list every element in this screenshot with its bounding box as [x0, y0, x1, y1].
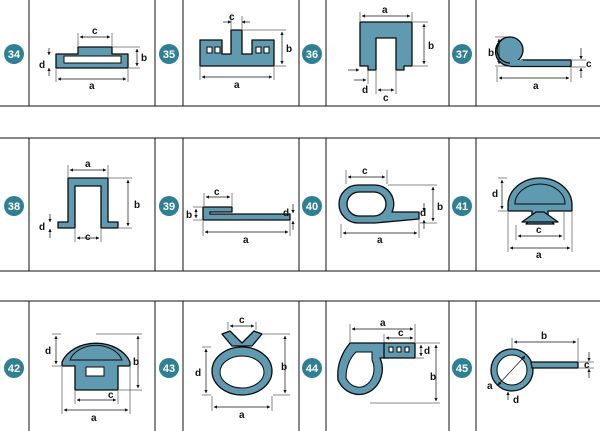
dim-label-c: c [398, 328, 404, 339]
profile-35-shape [199, 29, 275, 67]
profile-number: 44 [306, 363, 319, 375]
dim-label-a: a [234, 80, 240, 91]
dim-label-a: a [382, 5, 388, 16]
dim-label-c: c [586, 59, 592, 70]
dim-label-a: a [91, 413, 97, 424]
profile-number: 34 [8, 49, 21, 61]
dim-label-c: c [108, 390, 114, 401]
dim-label-b: b [437, 202, 443, 213]
profile-number: 41 [456, 201, 468, 213]
dim-label-d: d [195, 368, 201, 379]
profile-number: 45 [456, 363, 468, 375]
dim-label-a: a [533, 81, 539, 92]
cell-36: 36 a b c d [302, 5, 434, 104]
profile-number: 40 [306, 201, 318, 213]
dim-label-d: d [513, 395, 519, 406]
profile-40-shape [338, 184, 420, 224]
profile-45-shape [490, 348, 579, 392]
profile-number: 39 [163, 201, 175, 213]
dim-label-d: d [39, 222, 45, 233]
dim-label-d: d [283, 208, 289, 219]
dim-label-a: a [243, 235, 249, 246]
dim-label-c: c [92, 26, 98, 37]
dim-label-d: d [45, 346, 51, 357]
dim-label-c: c [214, 187, 220, 198]
dim-label-c: c [584, 360, 590, 371]
dim-label-c: c [85, 232, 91, 243]
cell-35: 35 c a b [159, 12, 292, 91]
profile-number: 42 [8, 363, 20, 375]
cell-38: 38 a b c d [4, 159, 140, 243]
cell-43: 43 c d b a [159, 315, 290, 421]
cell-44: 44 a c d b [302, 318, 440, 404]
dim-label-c: c [229, 12, 235, 23]
profile-38-shape [57, 177, 119, 229]
dim-label-a: a [89, 81, 95, 92]
profile-number: 37 [456, 49, 468, 61]
dim-label-a: a [536, 250, 542, 261]
dim-label-b: b [141, 53, 147, 64]
profile-number: 36 [306, 49, 318, 61]
dim-label-c: c [239, 315, 245, 326]
dim-label-c: c [536, 225, 542, 236]
profile-43-shape [211, 330, 273, 396]
dim-label-b: b [281, 362, 287, 373]
dim-label-b: b [186, 210, 192, 221]
dim-label-b: b [133, 357, 139, 368]
dim-label-b: b [430, 372, 436, 383]
dim-label-b: b [286, 44, 292, 55]
number-badge [4, 44, 24, 64]
profile-34-cavity [63, 55, 122, 64]
dim-label-b: b [428, 41, 434, 52]
dim-label-a: a [377, 235, 383, 246]
profile-36-shape [359, 21, 413, 71]
dim-label-a: a [85, 159, 91, 170]
dim-label-a: a [239, 410, 245, 421]
dim-label-d: d [420, 208, 426, 219]
dim-label-c: c [362, 166, 368, 177]
dim-label-c: c [383, 93, 389, 104]
profile-44-shape [337, 342, 416, 396]
dim-label-d: d [362, 85, 368, 96]
cell-40: 40 c a b d [302, 166, 443, 246]
dim-label-d: d [492, 189, 498, 200]
cell-45: 45 b c a d [452, 331, 594, 406]
profile-number: 35 [163, 49, 175, 61]
profile-number: 43 [163, 363, 175, 375]
cell-39: 39 c a b d [159, 187, 295, 246]
profile-number: 38 [8, 201, 20, 213]
cell-37: 37 b a c [452, 36, 592, 92]
cell-41: 41 d c a [452, 177, 573, 261]
dim-label-d: d [39, 60, 45, 71]
cell-34: 34 c a b d [4, 26, 147, 92]
dim-label-b: b [488, 48, 494, 59]
cell-42: 42 d b c a [4, 333, 142, 424]
dim-label-b: b [541, 331, 547, 342]
dim-label-d: d [424, 346, 430, 357]
dim-label-a: a [487, 381, 493, 392]
dim-label-a: a [380, 318, 386, 329]
profile-39-shape [202, 206, 291, 221]
dim-label-b: b [134, 200, 140, 211]
